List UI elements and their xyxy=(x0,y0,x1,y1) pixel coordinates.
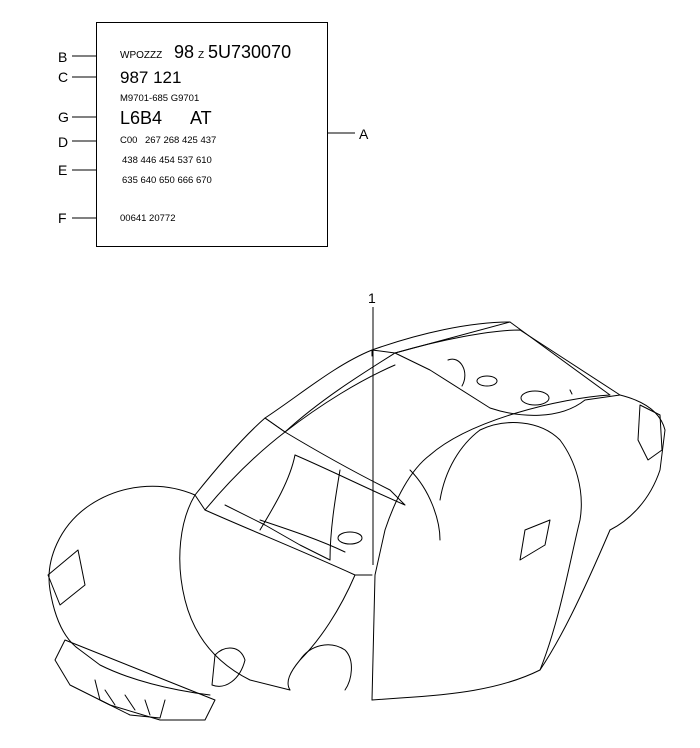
rear-light-opening xyxy=(637,404,663,461)
vin-serial: 5U730070 xyxy=(208,42,292,62)
windshield-lower-frame xyxy=(204,509,373,576)
vehicle-data-label: WPOZZZ 98 Z 5U730070 987 121 M9701-685 G… xyxy=(96,22,328,247)
options-row-1: 267 268 425 437 xyxy=(145,135,217,146)
options-row-2: 438 446 454 537 610 xyxy=(122,155,212,166)
roof-panel xyxy=(264,349,396,433)
transmission: AT xyxy=(190,108,212,128)
rear-engine-bay xyxy=(394,329,621,416)
engine-gear-numbers: M9701-685 G9701 xyxy=(120,93,200,104)
option-code-d: C00 xyxy=(120,135,138,146)
callout-c: C xyxy=(58,69,69,85)
front-fender xyxy=(287,574,356,691)
paint-code: L6B4 xyxy=(120,108,163,128)
door-opening xyxy=(371,454,431,701)
callout-a: A xyxy=(359,126,369,142)
callout-part-1: 1 xyxy=(368,290,376,306)
side-air-intake xyxy=(519,519,551,561)
callout-b: B xyxy=(58,49,68,65)
options-row-3: 635 640 650 666 670 xyxy=(122,175,212,186)
serial-f: 00641 20772 xyxy=(120,213,176,224)
vin-year: Z xyxy=(198,50,205,61)
front-crossmember xyxy=(54,639,216,721)
a-pillar xyxy=(194,417,286,511)
callout-g: G xyxy=(58,109,69,125)
headlight-opening-left xyxy=(47,549,86,606)
callout-d: D xyxy=(58,134,69,150)
headlight-opening-right xyxy=(211,647,246,687)
callout-f: F xyxy=(58,210,67,226)
vin-prefix: WPOZZZ xyxy=(120,50,163,61)
type-number: 987 121 xyxy=(120,68,182,87)
callout-e: E xyxy=(58,162,68,178)
rear-quarter-panel xyxy=(371,529,611,701)
front-hood xyxy=(48,485,196,591)
vin-model: 98 xyxy=(174,42,195,62)
